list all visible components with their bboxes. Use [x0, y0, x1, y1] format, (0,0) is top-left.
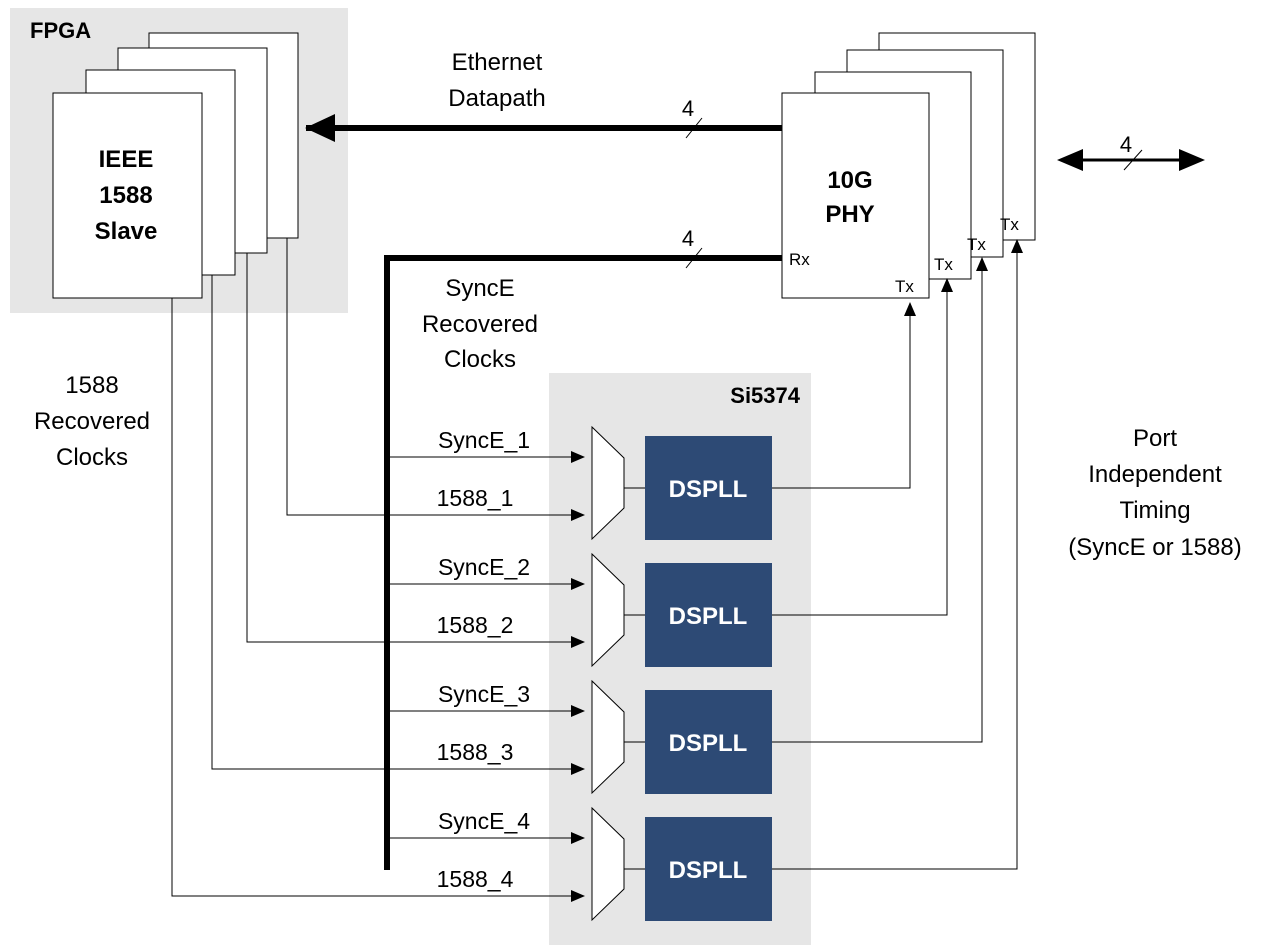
p1588-input-label-2: 1588_2	[437, 612, 514, 638]
clock-1588-line-2	[246, 253, 585, 648]
mux-4	[591, 806, 625, 922]
p1588-input-label-3: 1588_3	[437, 739, 514, 765]
port-arrowhead-right	[1179, 149, 1205, 171]
dspll-label-4: DSPLL	[669, 857, 748, 884]
port-label-line4: (SyncE or 1588)	[1068, 534, 1241, 561]
port-label-line2: Independent	[1088, 461, 1222, 488]
fpga-title: FPGA	[30, 18, 91, 43]
phy-label-line1: 10G	[827, 167, 872, 194]
bus-slash-ethernet	[685, 117, 703, 139]
synce-bus	[384, 255, 782, 870]
phy-tx-label-2: Tx	[934, 255, 953, 274]
phy-tx-label-4: Tx	[1000, 215, 1019, 234]
p1588-input-label-1: 1588_1	[437, 485, 514, 511]
dspll-label-3: DSPLL	[669, 730, 748, 757]
bus-width-ethernet: 4	[682, 96, 694, 121]
dspll-block-1	[645, 436, 772, 540]
mux-1	[591, 425, 625, 541]
dspll-block-4	[645, 817, 772, 921]
synce-label-line2: Recovered	[422, 311, 538, 338]
port-arrowhead-left	[1057, 149, 1083, 171]
ethernet-label-line2: Datapath	[448, 85, 545, 112]
phy-rx-label: Rx	[789, 250, 810, 269]
tx-clock-line-2	[772, 278, 953, 616]
synce-input-label-1: SyncE_1	[438, 427, 530, 453]
synce-input-label-3: SyncE_3	[438, 681, 530, 707]
slave-card-1	[52, 92, 203, 299]
clock-1588-line-4	[171, 298, 585, 902]
bus-slash-synce	[685, 247, 703, 269]
tx-clock-line-3	[772, 257, 988, 743]
mux-3	[591, 679, 625, 795]
si5374-title: Si5374	[730, 383, 800, 408]
p1588-input-label-4: 1588_4	[437, 866, 514, 892]
dspll-label-2: DSPLL	[669, 603, 748, 630]
dspll-block-3	[645, 690, 772, 794]
clock-1588-line-1	[286, 238, 585, 521]
rec1588-label-line3: Clocks	[56, 444, 128, 471]
ethernet-label-line1: Ethernet	[452, 49, 543, 76]
bus-width-synce: 4	[682, 226, 694, 251]
bus-slash-port	[1123, 149, 1143, 171]
rec1588-label-line2: Recovered	[34, 408, 150, 435]
tx-clock-line-1	[772, 302, 916, 489]
phy-tx-label-3: Tx	[967, 235, 986, 254]
dspll-label-1: DSPLL	[669, 476, 748, 503]
tx-clock-line-4	[772, 239, 1023, 870]
bus-width-port: 4	[1120, 132, 1132, 157]
synce-label-line1: SyncE	[445, 275, 514, 302]
port-label-line3: Timing	[1119, 497, 1190, 524]
phy-card-1	[781, 92, 930, 299]
phy-tx-label-1: Tx	[895, 277, 914, 296]
slave-label-line2: 1588	[99, 182, 152, 209]
dspll-block-2	[645, 563, 772, 667]
synce-label-line3: Clocks	[444, 346, 516, 373]
phy-label-line2: PHY	[825, 201, 874, 228]
rec1588-label-line1: 1588	[65, 372, 118, 399]
port-label-line1: Port	[1133, 425, 1177, 452]
synce-input-label-4: SyncE_4	[438, 808, 530, 834]
mux-2	[591, 552, 625, 668]
slave-label-line3: Slave	[95, 218, 158, 245]
slave-label-line1: IEEE	[99, 146, 154, 173]
synce-input-label-2: SyncE_2	[438, 554, 530, 580]
clock-1588-line-3	[211, 275, 585, 775]
